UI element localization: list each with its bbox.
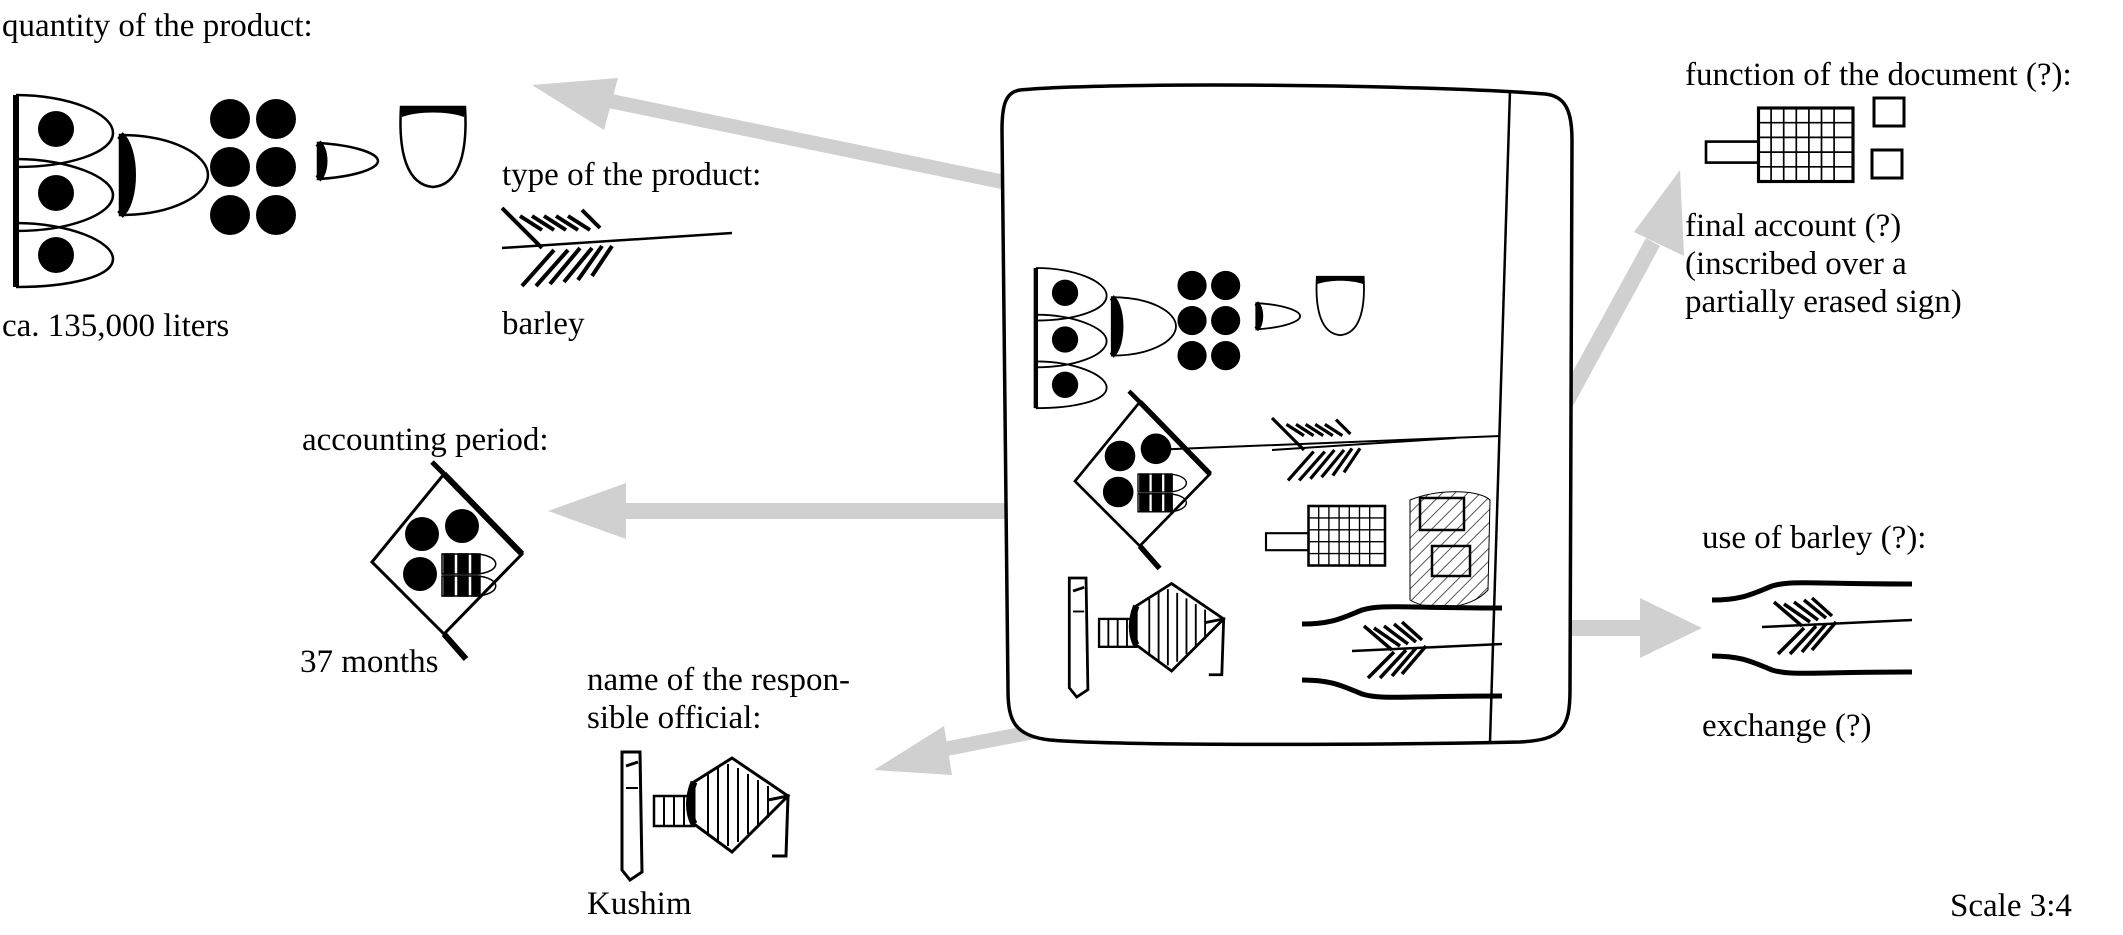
period-sign-icon [372, 462, 522, 659]
arrow-period-head [548, 483, 626, 539]
document-function-sign-icon [1704, 96, 1906, 184]
official-title-line-2: sible official: [587, 700, 762, 736]
quantity-value: ca. 135,000 liters [2, 308, 230, 344]
use-value: exchange (?) [1702, 708, 1872, 744]
numeral-sign-icon [16, 95, 466, 287]
type-value: barley [502, 306, 585, 342]
function-title: function of the document (?): [1685, 57, 2072, 93]
function-value-line-1: final account (?) [1685, 208, 1902, 244]
barley-sign-icon [500, 206, 734, 288]
official-name-sign-icon [622, 752, 788, 880]
arrow-official-head [874, 726, 952, 775]
official-title-line-1: name of the respon- [587, 662, 850, 698]
official-value: Kushim [587, 886, 692, 922]
function-value-line-3: partially erased sign) [1685, 284, 1962, 320]
scale-label: Scale 3:4 [1950, 888, 2072, 924]
arrow-period [622, 503, 1050, 519]
exchange-sign-icon [1712, 583, 1912, 674]
use-title: use of barley (?): [1702, 520, 1927, 556]
quantity-title: quantity of the product: [2, 8, 313, 44]
arrow-exchange-head [1640, 598, 1702, 658]
period-value: 37 months [300, 644, 439, 680]
period-title: accounting period: [302, 422, 549, 458]
arrow-function-head [1634, 170, 1684, 256]
clay-tablet [1000, 83, 1574, 747]
arrow-quantity-head [532, 78, 618, 130]
type-title: type of the product: [502, 157, 762, 193]
function-value-line-2: (inscribed over a [1685, 246, 1907, 282]
